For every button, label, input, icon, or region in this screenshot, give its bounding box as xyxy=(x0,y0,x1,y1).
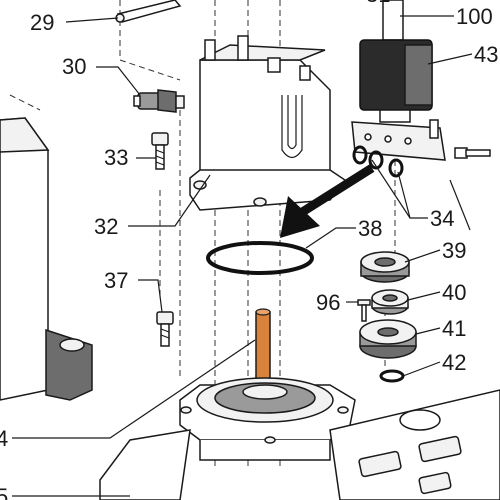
callout-34: 34 xyxy=(430,206,454,231)
part-38-o-ring xyxy=(206,241,314,275)
callout-33: 33 xyxy=(104,145,128,170)
part-34-screw xyxy=(454,147,491,159)
part-32-boiler xyxy=(189,35,347,211)
part-5-frame xyxy=(99,389,500,500)
callout-29: 29 xyxy=(30,10,54,35)
callout-39: 39 xyxy=(442,238,466,263)
direction-arrow xyxy=(280,164,375,238)
part-4-boiler-base xyxy=(179,377,356,461)
part-43-solenoid-valve xyxy=(351,0,446,161)
part-37-screw xyxy=(156,311,174,347)
part-41-valve-seat xyxy=(359,319,417,359)
callout-5: 5 xyxy=(0,484,8,500)
heating-pin xyxy=(255,308,271,383)
callout-31: 31 xyxy=(366,0,390,7)
callout-96: 96 xyxy=(316,290,340,315)
callout-43: 43 xyxy=(474,42,498,67)
leader-lines xyxy=(12,15,473,497)
part-96-screw xyxy=(357,299,371,322)
part-34-o-rings xyxy=(352,145,404,178)
part-42-o-ring xyxy=(379,369,405,383)
callout-42: 42 xyxy=(442,350,466,375)
callout-32: 32 xyxy=(94,214,118,239)
part-39-fitting xyxy=(360,251,410,283)
housing-block xyxy=(0,117,93,401)
callout-40: 40 xyxy=(442,280,466,305)
part-30-thermostat xyxy=(133,89,185,113)
part-33-screw xyxy=(151,132,169,170)
part-40-bushing xyxy=(371,289,409,315)
callout-100: 100 xyxy=(456,4,493,29)
callout-37: 37 xyxy=(104,268,128,293)
part-29-rod xyxy=(115,0,182,23)
callout-41: 41 xyxy=(442,316,466,341)
callout-30: 30 xyxy=(62,54,86,79)
callout-4: 4 xyxy=(0,426,8,451)
callout-38: 38 xyxy=(358,216,382,241)
